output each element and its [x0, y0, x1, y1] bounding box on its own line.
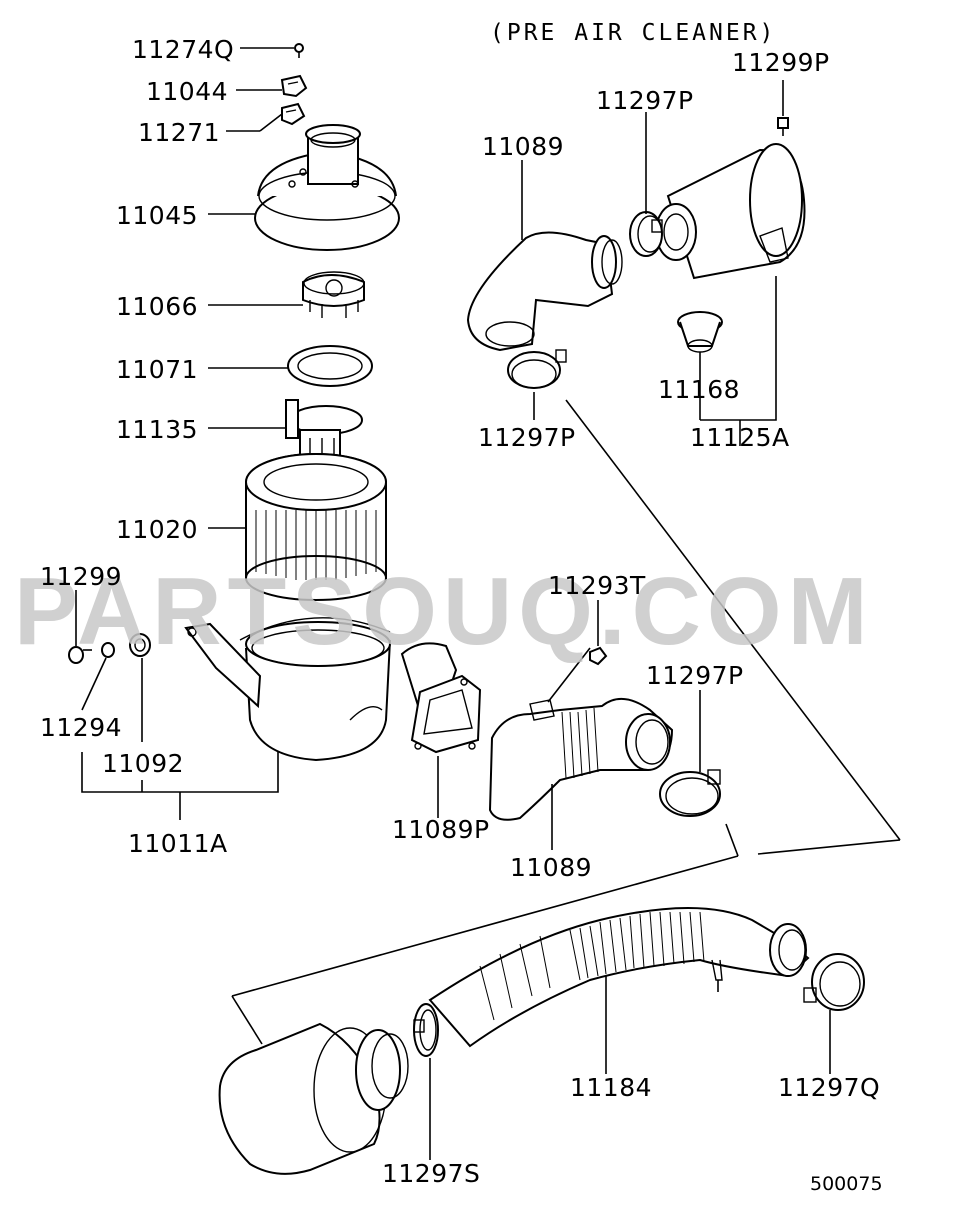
- header-pre-air-cleaner: (PRE AIR CLEANER): [490, 20, 776, 46]
- part-11271-clip: [281, 102, 306, 126]
- label-11293t: 11293T: [548, 571, 646, 600]
- label-11294: 11294: [40, 713, 122, 742]
- diagram-code: 500075: [810, 1173, 883, 1195]
- part-11184-lower-duct: [428, 907, 810, 1048]
- part-11066-cap: [302, 271, 365, 318]
- label-11092: 11092: [102, 749, 184, 778]
- label-11271: 11271: [138, 118, 220, 147]
- part-11299p-bolt: [777, 117, 789, 136]
- label-11274q: 11274Q: [132, 35, 234, 64]
- part-11011a-housing: [184, 617, 391, 762]
- label-11297p-mid: 11297P: [646, 661, 744, 690]
- part-11089p-adapter: [400, 642, 482, 754]
- label-11045: 11045: [116, 201, 198, 230]
- part-11274q-bolt: [294, 43, 304, 58]
- label-11135: 11135: [116, 415, 198, 444]
- part-11297s-clamp: [413, 1003, 439, 1057]
- label-11297p-left: 11297P: [478, 423, 576, 452]
- part-11299-nut: [68, 646, 92, 664]
- part-11297q-clamp: [803, 953, 865, 1011]
- part-11044-clip: [280, 74, 308, 98]
- part-air-cleaner-body: [218, 1022, 409, 1175]
- label-11299p: 11299P: [732, 48, 830, 77]
- label-11089-mid: 11089: [510, 853, 592, 882]
- part-11089-middle-hose: [488, 698, 674, 821]
- label-11011a: 11011A: [128, 829, 228, 858]
- leader-lines: [75, 47, 901, 1160]
- label-11071: 11071: [116, 355, 198, 384]
- part-11135-valve: [285, 399, 363, 471]
- part-11297p-clamp-middle: [659, 769, 721, 817]
- part-11045-cover: [254, 124, 400, 251]
- part-11168-cap: [677, 311, 723, 353]
- label-11184: 11184: [570, 1073, 652, 1102]
- label-11125a: 11125A: [690, 423, 790, 452]
- part-11020-filter-element: [245, 453, 387, 601]
- part-11293t-nut: [589, 646, 608, 666]
- label-11089p: 11089P: [392, 815, 490, 844]
- label-11297p-top: 11297P: [596, 86, 694, 115]
- label-11044: 11044: [146, 77, 228, 106]
- part-11297p-clamp-upper-right: [629, 211, 663, 257]
- label-11299: 11299: [40, 562, 122, 591]
- label-11066: 11066: [116, 292, 198, 321]
- part-11294-washer: [101, 642, 115, 658]
- part-11125a-pre-cleaner: [655, 143, 806, 280]
- label-11297s: 11297S: [382, 1159, 480, 1188]
- label-11168: 11168: [658, 375, 740, 404]
- label-11297q: 11297Q: [778, 1073, 880, 1102]
- part-11071-gasket: [287, 345, 373, 387]
- label-11020: 11020: [116, 515, 198, 544]
- watermark-text: PARTSOUQ.COM: [14, 558, 874, 665]
- label-11089-top: 11089: [482, 132, 564, 161]
- part-11092-grommet: [129, 633, 151, 657]
- part-11089-upper-hose: [466, 231, 623, 352]
- part-11297p-clamp-upper-left: [507, 349, 567, 389]
